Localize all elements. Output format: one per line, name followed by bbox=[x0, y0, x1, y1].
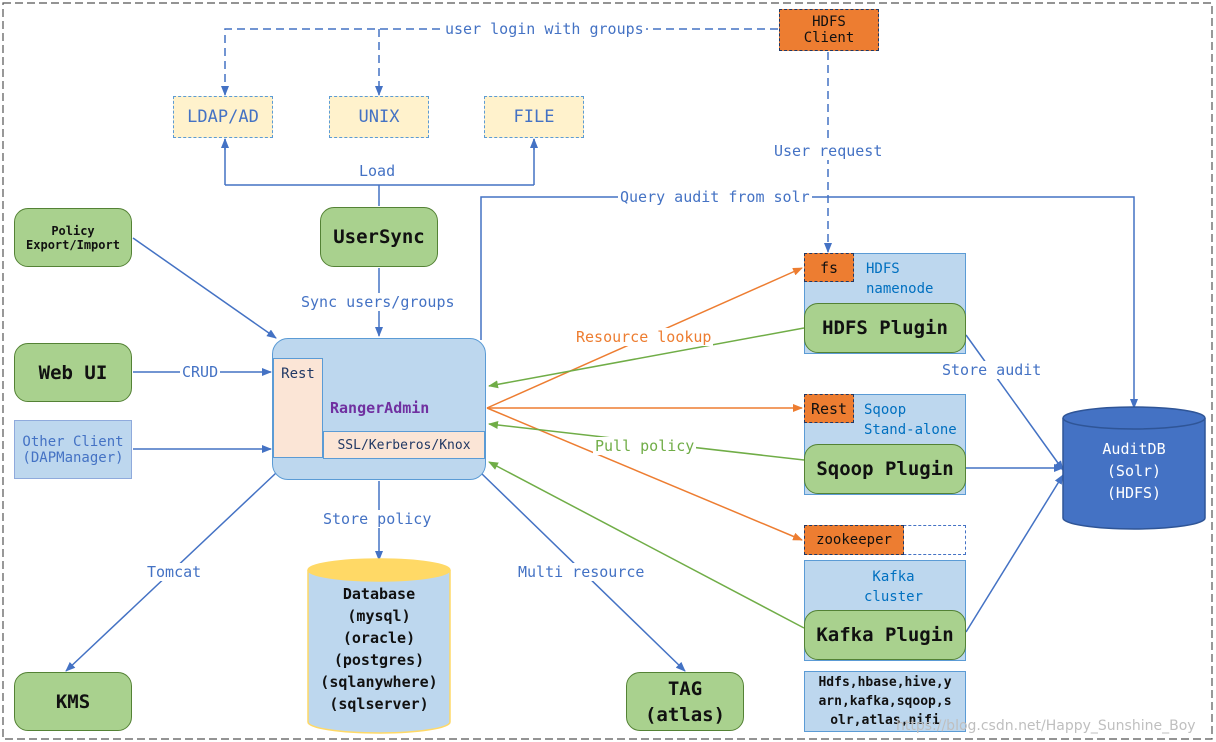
query-audit-label: Query audit from solr bbox=[618, 188, 812, 206]
hdfs-plugin-box: HDFS Plugin bbox=[804, 303, 966, 353]
store-audit-label: Store audit bbox=[940, 361, 1044, 379]
pull-policy-hdfs bbox=[488, 327, 805, 389]
kafka-plugin-box: Kafka Plugin bbox=[804, 610, 966, 660]
usersync-box: UserSync bbox=[320, 207, 438, 267]
tag-box: TAG (atlas) bbox=[626, 672, 744, 731]
tomcat-label: Tomcat bbox=[145, 563, 204, 581]
sync-label: Sync users/groups bbox=[299, 293, 457, 311]
load-connector bbox=[224, 139, 535, 206]
kms-box: KMS bbox=[14, 672, 132, 731]
file-box: FILE bbox=[484, 96, 584, 138]
unix-box: UNIX bbox=[329, 96, 429, 138]
login-label: user login with groups bbox=[443, 20, 646, 38]
ranger-rest-box: Rest bbox=[273, 358, 323, 458]
crud-label: CRUD bbox=[180, 363, 221, 381]
services-list-box: Hdfs,hbase,hive,y arn,kafka,sqoop,s olr,… bbox=[804, 671, 966, 732]
hdfs-client-box: HDFS Client bbox=[779, 9, 879, 51]
ranger-admin-title: RangerAdmin bbox=[330, 399, 430, 417]
auditdb-label: AuditDB (Solr) (HDFS) bbox=[1102, 440, 1166, 502]
webui-box: Web UI bbox=[14, 343, 132, 402]
store-audit-hdfs bbox=[965, 334, 1064, 471]
pull-policy-label: Pull policy bbox=[593, 437, 697, 455]
ranger-ssl-box: SSL/Kerberos/Knox bbox=[323, 431, 485, 459]
zookeeper-tag: zookeeper bbox=[804, 525, 904, 555]
other-client-box: Other Client (DAPManager) bbox=[14, 420, 132, 479]
ldap-box: LDAP/AD bbox=[173, 96, 273, 138]
sqoop-plugin-box: Sqoop Plugin bbox=[804, 444, 966, 494]
pull-policy-kafka bbox=[488, 461, 805, 629]
hdfs-fs-tag: fs bbox=[804, 253, 854, 282]
policy-export-box: Policy Export/Import bbox=[14, 208, 132, 267]
auditdb-cylinder bbox=[1062, 406, 1206, 530]
database-cylinder bbox=[307, 558, 451, 734]
store-policy-label: Store policy bbox=[321, 510, 434, 528]
login-connector bbox=[221, 28, 778, 96]
kafka-title: Kafka cluster bbox=[864, 569, 924, 605]
resource-lookup-zookeeper bbox=[486, 407, 803, 541]
sqoop-rest-tag: Rest bbox=[804, 394, 854, 423]
store-audit-kafka bbox=[965, 474, 1064, 633]
hdfs-namenode-title: HDFS namenode bbox=[866, 261, 934, 297]
watermark-text: https://blog.csdn.net/Happy_Sunshine_Boy bbox=[896, 718, 1196, 734]
resource-lookup-label: Resource lookup bbox=[574, 328, 714, 346]
multi-resource-label: Multi resource bbox=[516, 563, 647, 581]
sqoop-title: Sqoop Stand-alone bbox=[864, 402, 957, 438]
database-label: Database (mysql) (oracle) (postgres) (sq… bbox=[320, 585, 438, 713]
user-request-label: User request bbox=[772, 142, 885, 160]
policy-connector bbox=[132, 237, 277, 339]
load-label: Load bbox=[357, 162, 398, 180]
